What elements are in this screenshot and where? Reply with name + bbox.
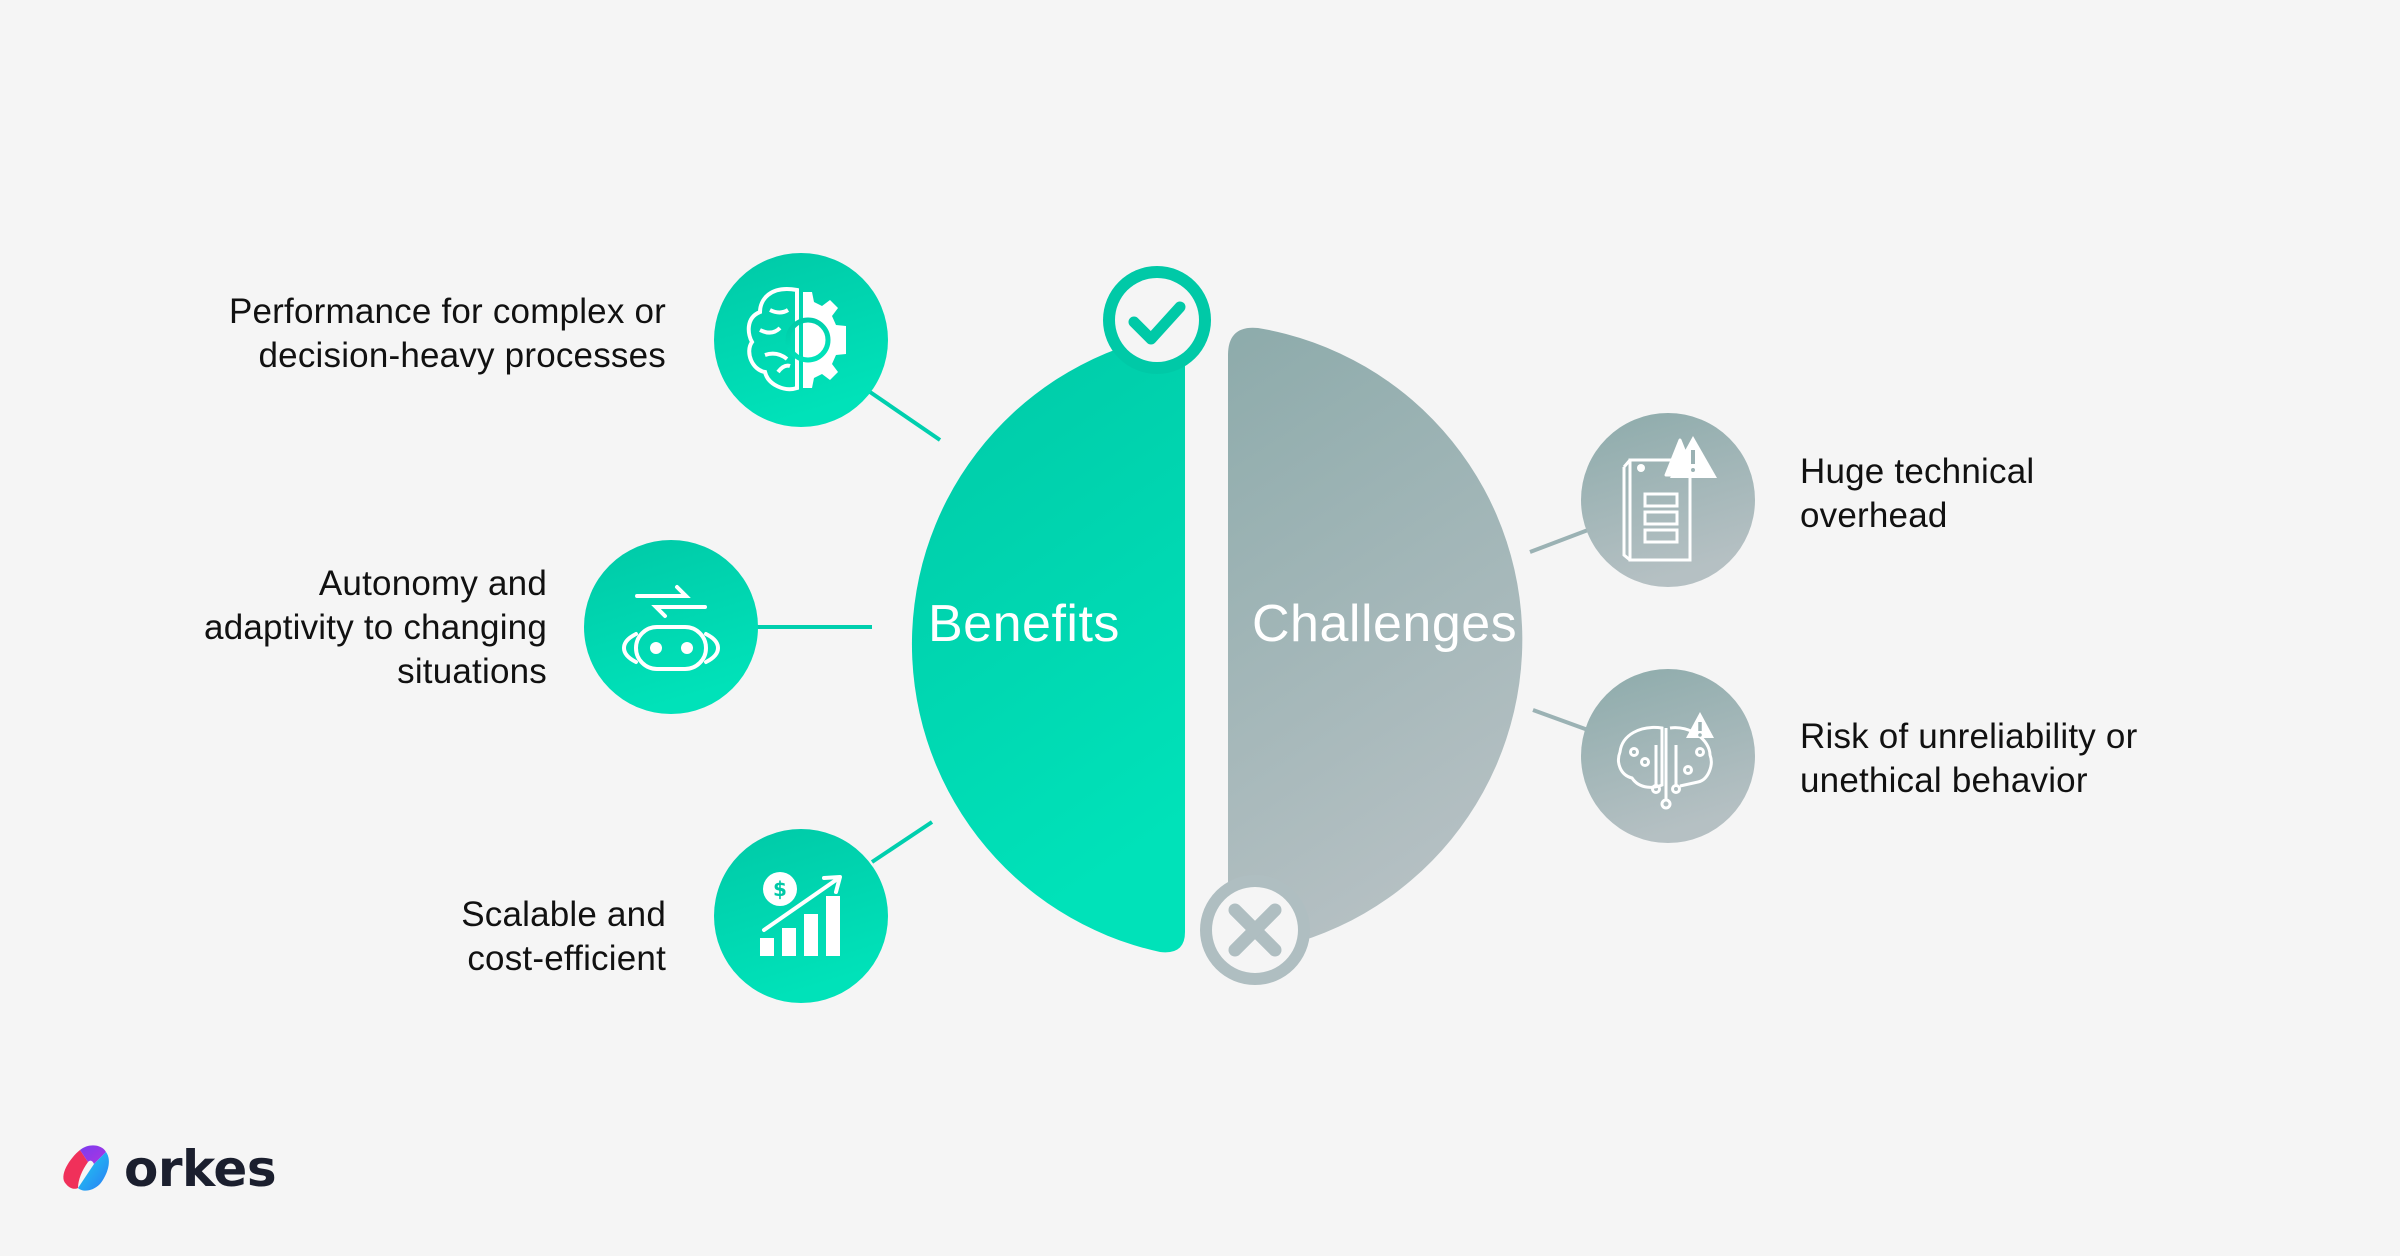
challenge-label-risk: Risk of unreliability or unethical behav… — [1800, 717, 2138, 800]
challenges-half-disc — [1228, 327, 1523, 955]
svg-text:$: $ — [773, 877, 787, 901]
benefit-label-performance: Performance for complex or decision-heav… — [228, 292, 666, 375]
benefit-icon-2 — [584, 540, 758, 714]
challenges-title: Challenges — [1252, 595, 1518, 653]
challenge-connectors — [1529, 528, 1589, 732]
robot-arrows-icon — [621, 585, 721, 671]
server-warning-icon — [1622, 436, 1717, 562]
challenge-icon-1 — [1581, 413, 1755, 587]
benefit-icon-1 — [714, 253, 888, 427]
brand-name: orkes — [124, 1140, 277, 1198]
growth-chart-dollar-icon: $ — [760, 872, 842, 956]
benefits-half-disc — [911, 332, 1185, 953]
challenge-icon-2 — [1581, 669, 1755, 843]
check-icon — [1128, 301, 1186, 345]
x-icon — [1228, 903, 1282, 957]
benefit-label-autonomy: Autonomy and adaptivity to changing situ… — [204, 564, 547, 691]
benefit-icon-3: $ — [714, 829, 888, 1003]
x-badge — [1200, 875, 1310, 985]
benefits-title: Benefits — [928, 595, 1120, 653]
check-badge — [1103, 266, 1211, 374]
benefit-connectors — [757, 390, 942, 864]
orkes-logo: orkes — [58, 1140, 277, 1198]
circuit-brain-warning-icon — [1617, 712, 1714, 810]
challenge-label-overhead: Huge technical overhead — [1800, 452, 2035, 535]
brain-gear-icon — [746, 287, 846, 392]
orkes-logo-mark-icon — [63, 1145, 109, 1191]
benefit-label-scalable: Scalable and cost-efficient — [461, 895, 666, 978]
